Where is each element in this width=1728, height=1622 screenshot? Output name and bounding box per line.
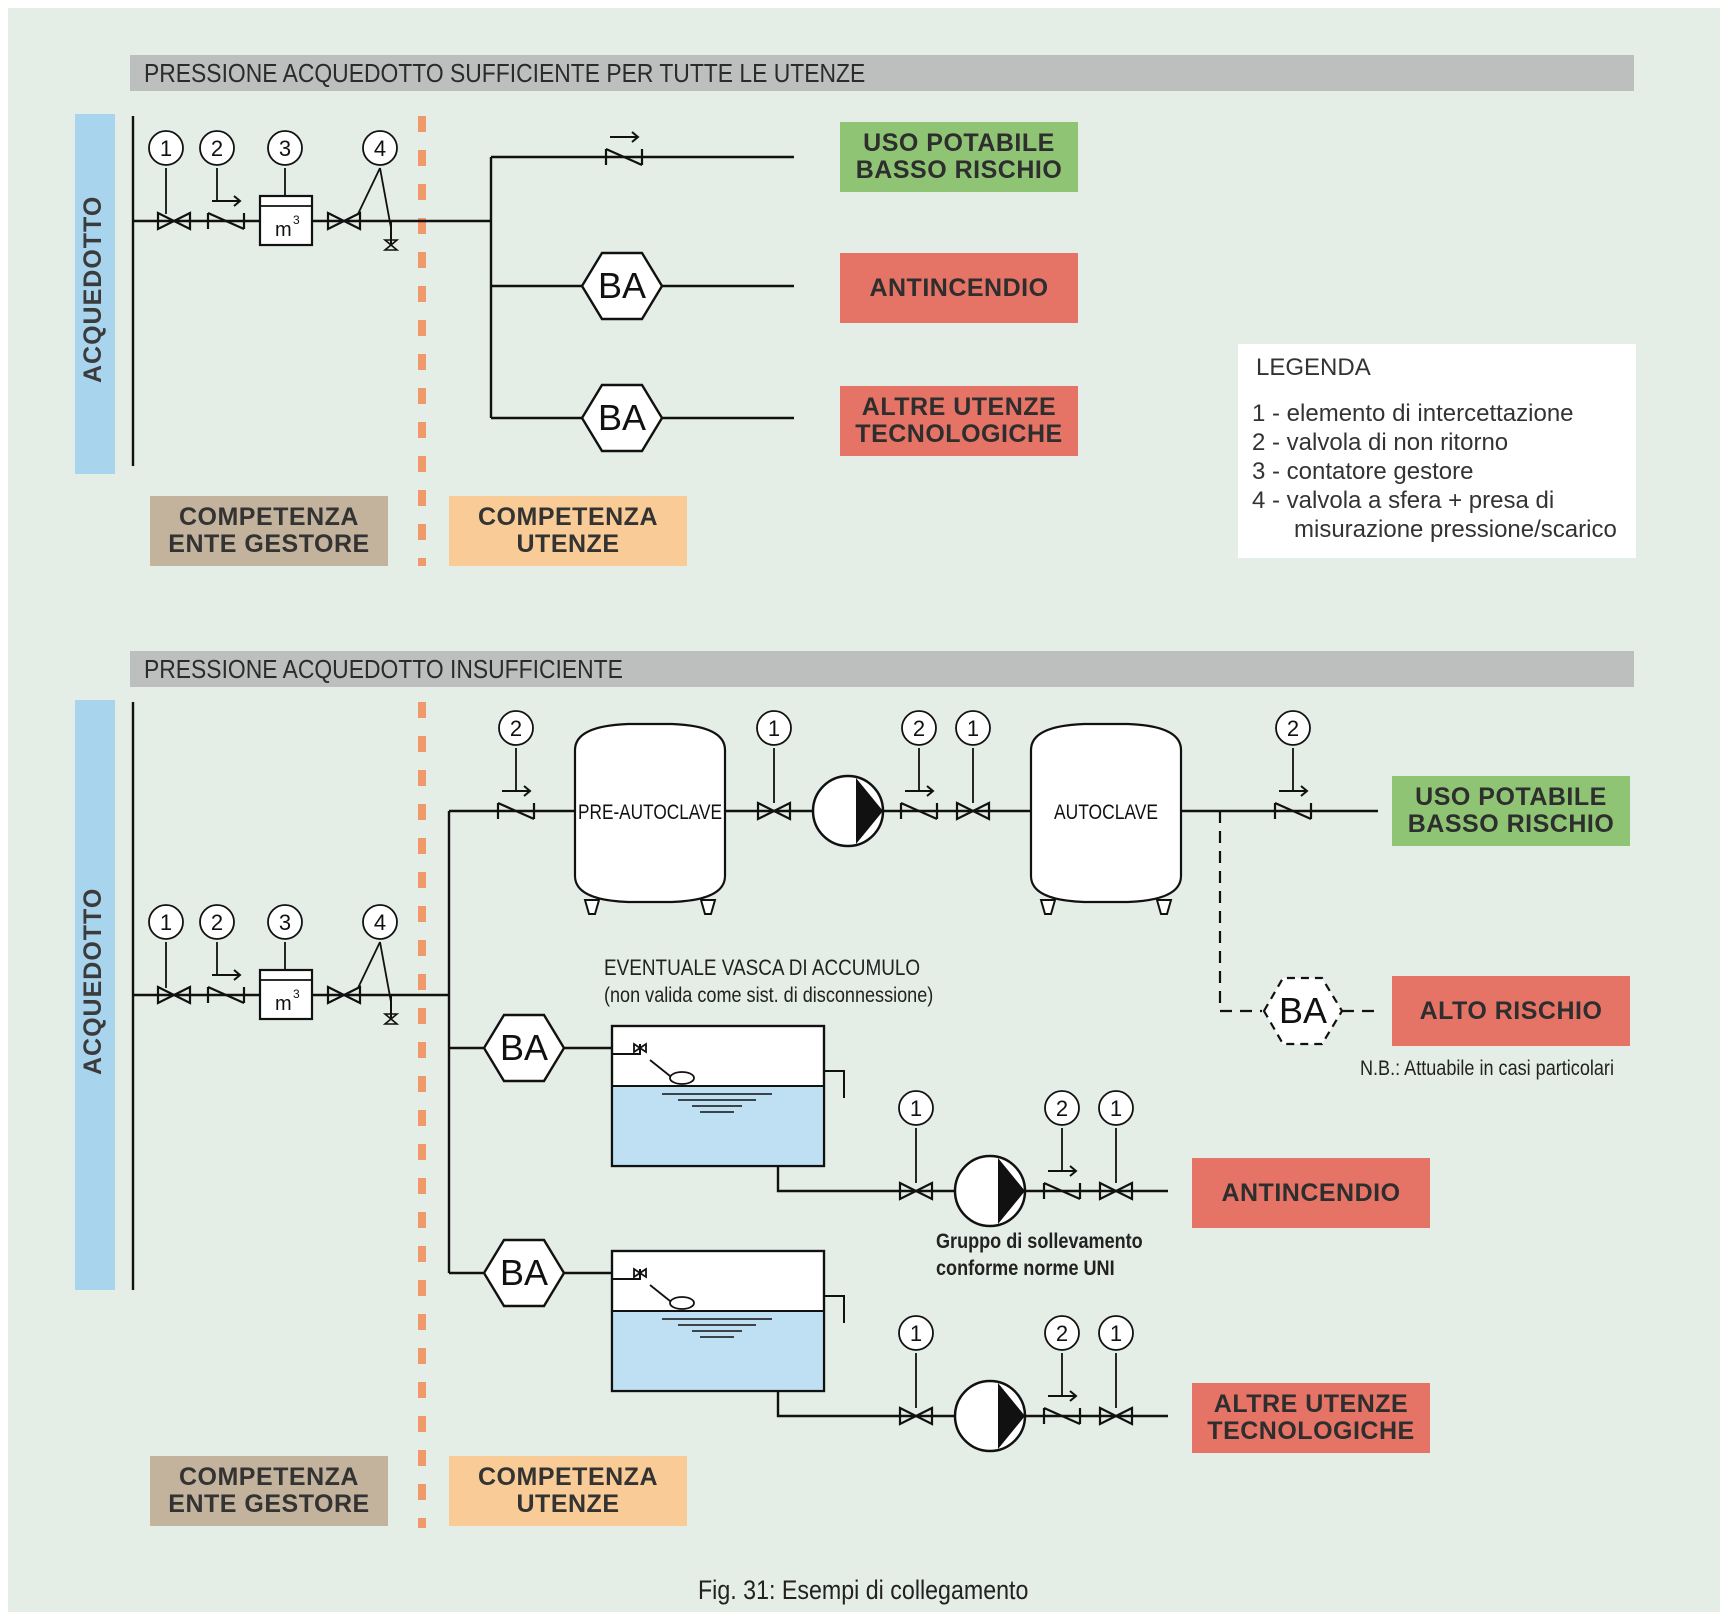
top-output-antincendio: ANTINCENDIO [840, 253, 1078, 323]
top-acquedotto-bar [75, 114, 115, 474]
svg-text:1: 1 [910, 1321, 922, 1346]
top-competenza-utenze: COMPETENZA UTENZE [449, 496, 687, 566]
bottom-acquedotto-bar [75, 700, 115, 1290]
svg-text:2: 2 [510, 716, 522, 741]
vasca-subtitle: (non valida come sist. di disconnessione… [604, 984, 934, 1007]
legend-item-1: 1 - elemento di intercettazione [1252, 400, 1574, 427]
vasca-title: EVENTUALE VASCA DI ACCUMULO [604, 955, 921, 980]
bottom-output-altre-utenze: ALTRE UTENZE TECNOLOGICHE [1192, 1383, 1430, 1453]
svg-text:1: 1 [1110, 1096, 1122, 1121]
svg-text:1: 1 [967, 716, 979, 741]
svg-text:1: 1 [1110, 1321, 1122, 1346]
figure-caption: Fig. 31: Esempi di collegamento [698, 1575, 1029, 1605]
svg-text:3: 3 [293, 987, 300, 1001]
svg-text:m: m [275, 219, 292, 241]
legend-item-4-cont: misurazione pressione/scarico [1294, 516, 1617, 543]
legend: LEGENDA 1 - elemento di intercettazione … [1238, 344, 1636, 558]
svg-text:2: 2 [1056, 1096, 1068, 1121]
svg-text:3: 3 [293, 213, 300, 227]
svg-text:BA: BA [1279, 990, 1327, 1031]
top-header: PRESSIONE ACQUEDOTTO SUFFICIENTE PER TUT… [130, 55, 1634, 91]
nb-note: N.B.: Attuabile in casi particolari [1360, 1057, 1614, 1080]
schematic: m 3 1 2 3 4 BA BA m [131, 116, 1378, 1528]
svg-text:4: 4 [374, 910, 386, 935]
bottom-output-alto-rischio: ALTO RISCHIO [1392, 976, 1630, 1046]
top-output-altre-utenze: ALTRE UTENZE TECNOLOGICHE [840, 386, 1078, 456]
svg-text:2: 2 [211, 910, 223, 935]
svg-text:AUTOCLAVE: AUTOCLAVE [1054, 801, 1158, 824]
svg-text:BA: BA [598, 397, 646, 438]
svg-text:m: m [275, 993, 292, 1015]
svg-text:BA: BA [598, 265, 646, 306]
bottom-output-uso-potabile: USO POTABILE BASSO RISCHIO [1392, 776, 1630, 846]
legend-item-2: 2 - valvola di non ritorno [1252, 429, 1509, 456]
svg-text:2: 2 [1287, 716, 1299, 741]
svg-text:2: 2 [913, 716, 925, 741]
bottom-competenza-utenze: COMPETENZA UTENZE [449, 1456, 687, 1526]
gruppo-label-2: conforme norme UNI [936, 1257, 1115, 1280]
bottom-competenza-gestore: COMPETENZA ENTE GESTORE [150, 1456, 388, 1526]
bottom-header: PRESSIONE ACQUEDOTTO INSUFFICIENTE [130, 651, 1634, 687]
svg-text:BA: BA [500, 1252, 548, 1293]
legend-item-4: 4 - valvola a sfera + presa di [1252, 487, 1555, 514]
svg-text:1: 1 [768, 716, 780, 741]
legend-title: LEGENDA [1256, 354, 1371, 381]
svg-text:BA: BA [500, 1027, 548, 1068]
figure-canvas: PRESSIONE ACQUEDOTTO SUFFICIENTE PER TUT… [8, 8, 1720, 1612]
top-output-uso-potabile: USO POTABILE BASSO RISCHIO [840, 122, 1078, 192]
bottom-output-antincendio: ANTINCENDIO [1192, 1158, 1430, 1228]
svg-text:2: 2 [211, 136, 223, 161]
svg-text:PRE-AUTOCLAVE: PRE-AUTOCLAVE [578, 801, 722, 824]
svg-text:1: 1 [910, 1096, 922, 1121]
svg-text:2: 2 [1056, 1321, 1068, 1346]
svg-text:3: 3 [279, 136, 291, 161]
svg-text:3: 3 [279, 910, 291, 935]
svg-text:1: 1 [160, 910, 172, 935]
svg-text:1: 1 [160, 136, 172, 161]
legend-item-3: 3 - contatore gestore [1252, 458, 1474, 485]
top-competenza-gestore: COMPETENZA ENTE GESTORE [150, 496, 388, 566]
gruppo-label-1: Gruppo di sollevamento [936, 1230, 1143, 1253]
svg-text:4: 4 [374, 136, 386, 161]
